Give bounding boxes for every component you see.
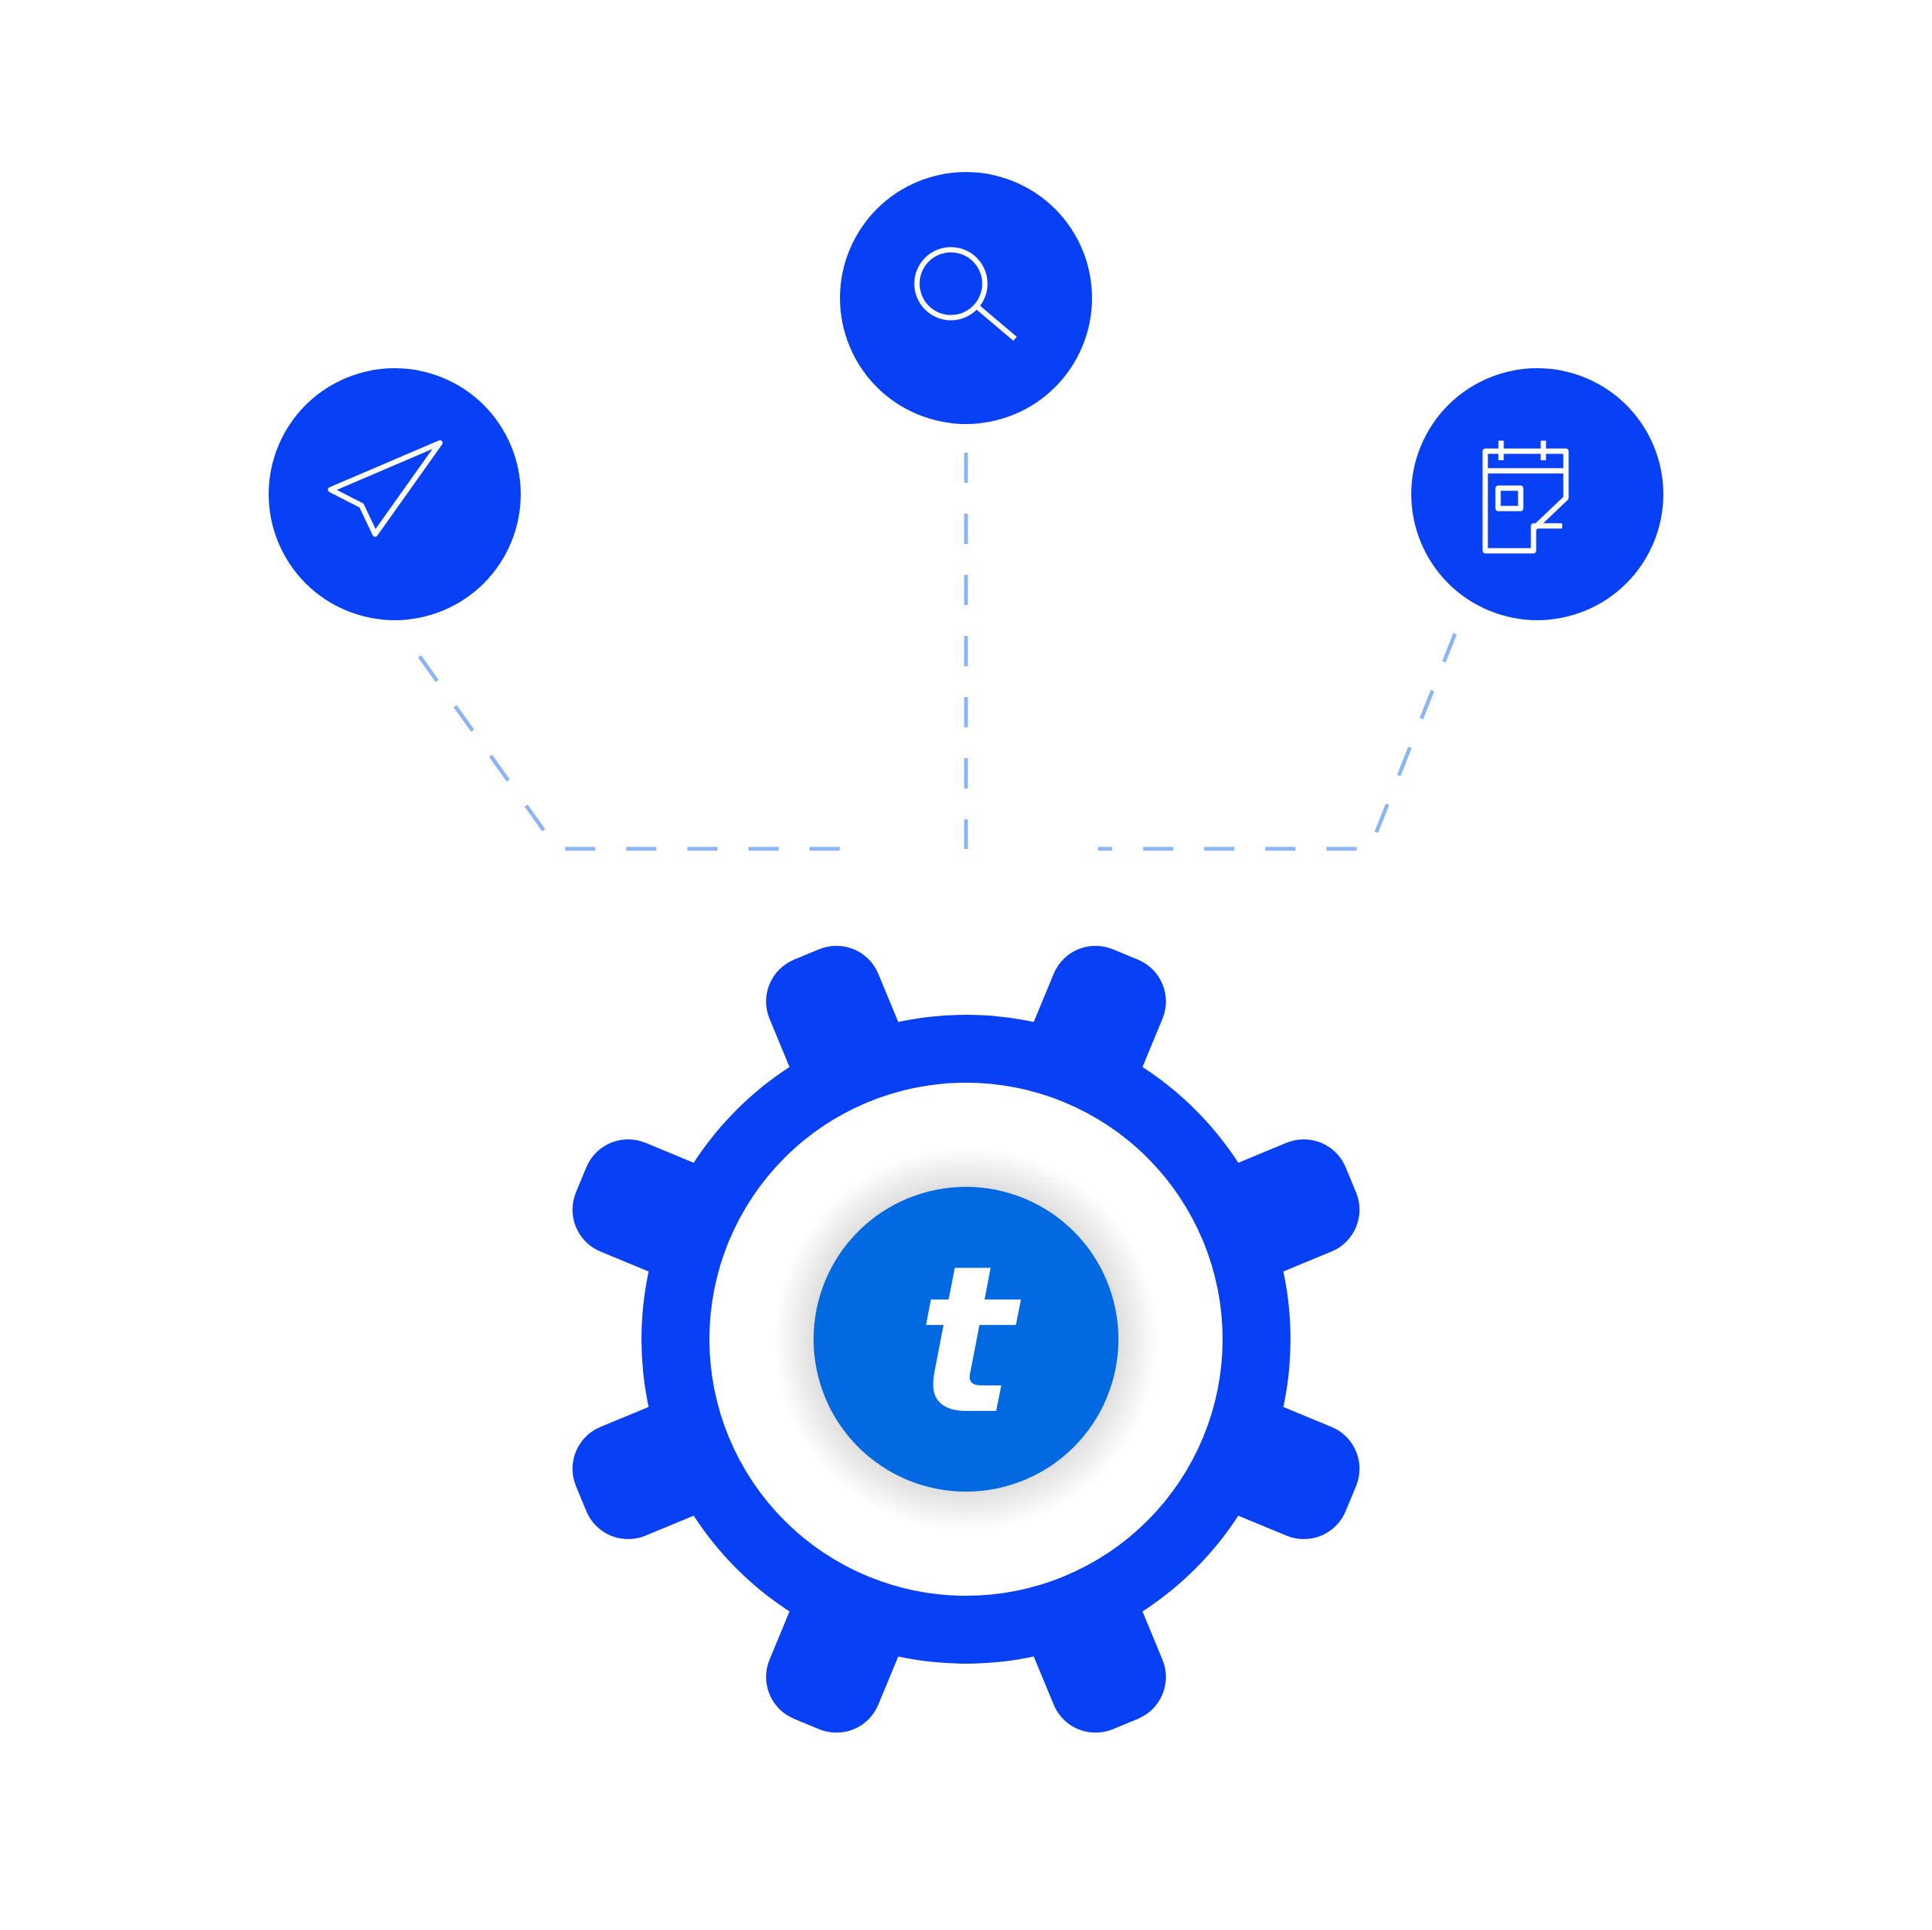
gear-tooth — [766, 945, 922, 1145]
send-icon — [328, 440, 443, 537]
hub-logo[interactable]: t — [814, 1187, 1118, 1492]
search-icon — [914, 247, 1017, 341]
gear-tooth — [1010, 1534, 1166, 1733]
gear-tooth — [572, 1139, 771, 1295]
logo-letter: t — [917, 1222, 1022, 1459]
node-calendar[interactable] — [1411, 368, 1663, 620]
connector-left — [417, 655, 860, 851]
connector-lines — [417, 453, 1457, 851]
gear-tooth — [1010, 945, 1166, 1145]
gear-tooth — [1161, 1139, 1360, 1295]
node-search[interactable] — [840, 172, 1092, 424]
gear-tooth — [572, 1383, 771, 1539]
gear-tooth — [1161, 1383, 1360, 1539]
calendar-edit-icon — [1482, 441, 1569, 554]
connector-right — [1098, 633, 1457, 851]
node-send[interactable] — [269, 368, 521, 620]
gear-tooth — [766, 1534, 922, 1733]
